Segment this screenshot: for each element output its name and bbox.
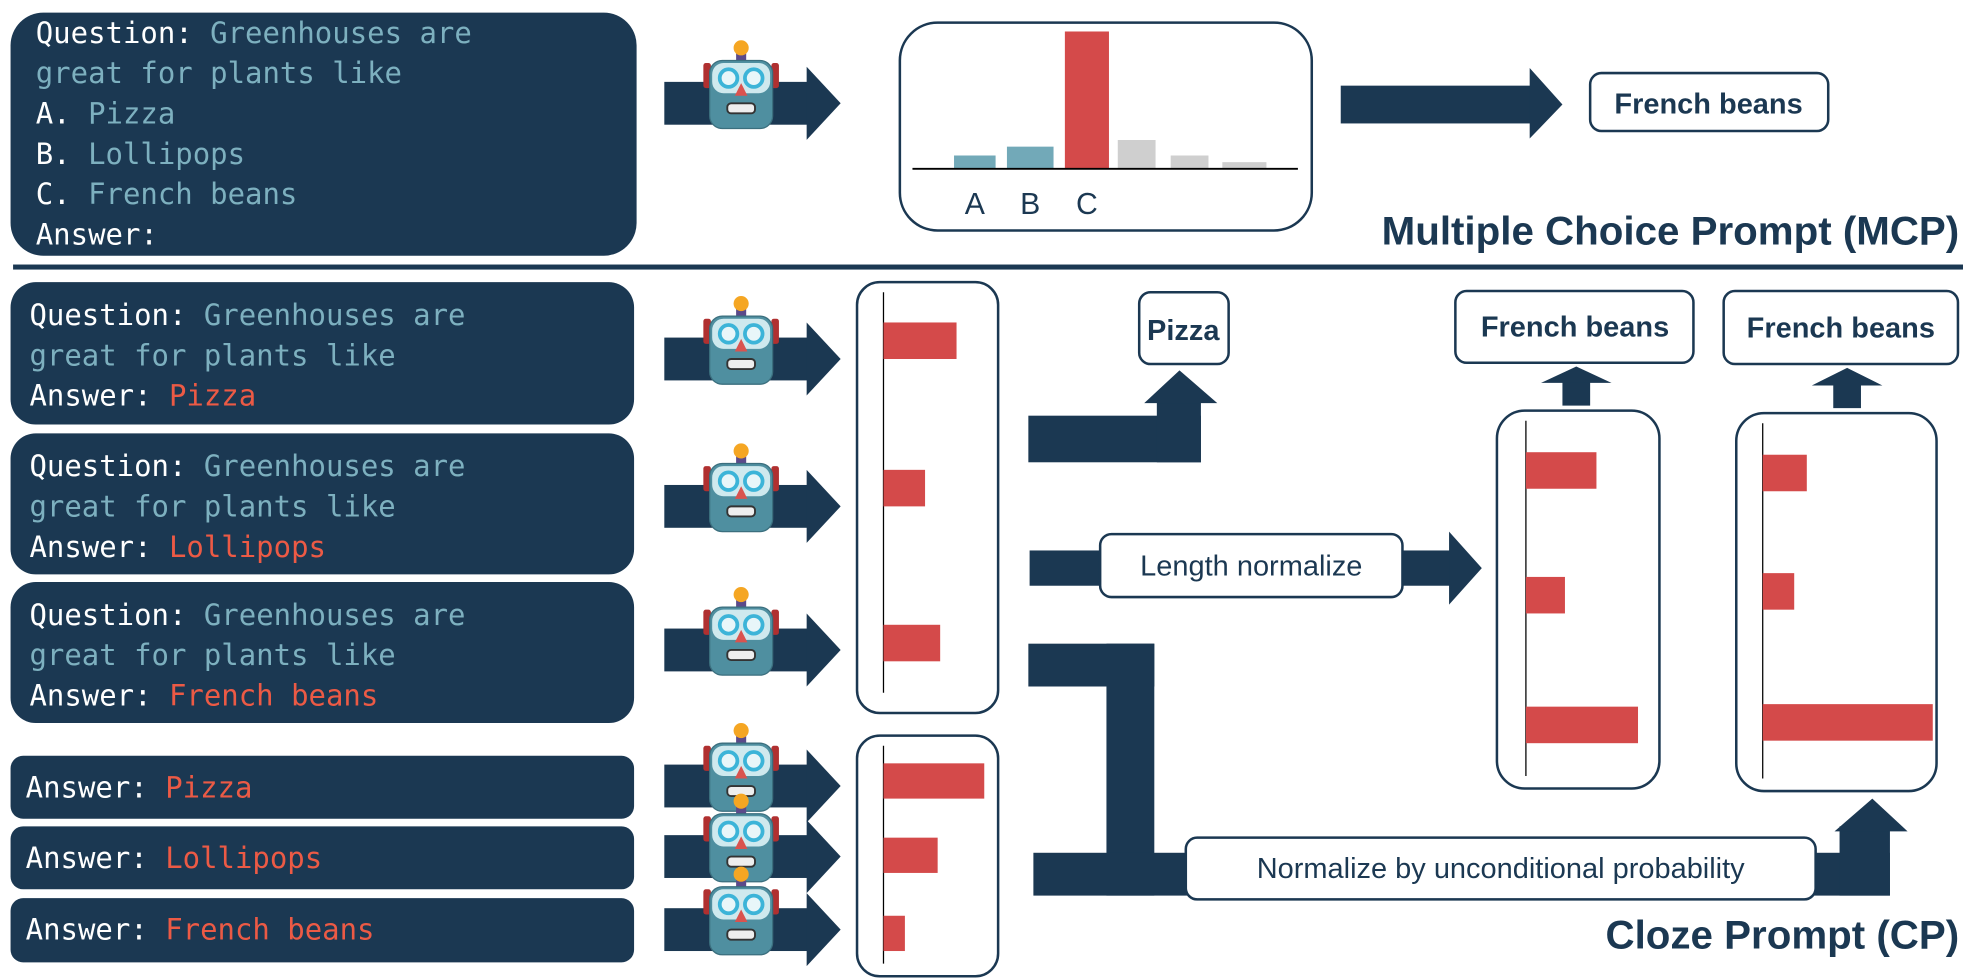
cp-raw-output: Pizza (1147, 315, 1220, 347)
svg-text:Answer:: Answer: (36, 217, 158, 251)
cp-answer-only-1: Answer: Pizza (10, 721, 841, 823)
svg-text:great for plants like: great for plants like (36, 56, 402, 90)
bar-french-beans (883, 915, 905, 952)
mcp-bar-other-3 (1117, 140, 1156, 169)
cp-uncond-norm-output: French beans (1747, 313, 1935, 345)
cp-answer-box (10, 898, 635, 963)
cp-prompt-2: Question: Greenhouses are great for plant… (10, 433, 841, 575)
cp-answer-only-2: Answer: Lollipops (10, 791, 841, 894)
robot-icon (701, 585, 781, 678)
cp-uncond-norm-chart-box (1735, 411, 1938, 793)
mcp-prompt-text: Question: Greenhouses are great for plan… (36, 16, 472, 252)
cp-answer-box (10, 826, 635, 890)
cp-prompt-box (10, 581, 635, 724)
bar-lollipops (1762, 573, 1795, 610)
svg-text:great for plants like: great for plants like (29, 489, 395, 523)
mcp-prompt-box (10, 12, 637, 256)
bar-lollipops (883, 469, 926, 507)
svg-text:great for plants like: great for plants like (29, 638, 395, 672)
svg-text:great for plants like: great for plants like (29, 338, 395, 372)
cp-length-norm-output-box (1454, 289, 1695, 365)
cp-title: Cloze Prompt (CP) (1605, 913, 1959, 958)
cp-length-norm-output: French beans (1481, 311, 1669, 343)
mcp-bar-B (1006, 146, 1054, 169)
robot-icon (701, 294, 781, 387)
bar-lollipops (883, 837, 938, 873)
svg-text:Answer: French beans: Answer: French beans (29, 678, 378, 712)
uncond-norm-output-arrow (1811, 367, 1883, 409)
length-norm-output-arrow (1541, 366, 1612, 406)
svg-text:C. French beans: C. French beans (36, 177, 298, 211)
mcp-chart (954, 31, 1267, 169)
bar-pizza (883, 322, 957, 359)
robot-icon (701, 441, 781, 534)
raw-score-arrow (1028, 370, 1218, 463)
mcp-bar-other-4 (1170, 155, 1209, 169)
svg-text:Answer: French beans: Answer: French beans (26, 913, 375, 947)
mcp-output-box (1588, 71, 1830, 133)
mcp-output-arrow (1340, 68, 1563, 139)
bar-french-beans (1762, 704, 1933, 741)
bar-pizza (883, 763, 985, 799)
cp-prompt-1: Question: Greenhouses are great for plant… (10, 282, 841, 425)
section-divider (13, 264, 1963, 270)
bar-pizza (1525, 452, 1597, 489)
svg-text:Answer: Pizza: Answer: Pizza (26, 770, 253, 804)
svg-text:Question: Greenhouses are: Question: Greenhouses are (36, 16, 472, 50)
cp-section: Question: Greenhouses are great for plant… (10, 280, 1960, 978)
bar-french-beans (883, 624, 941, 662)
svg-text:Answer: Lollipops: Answer: Lollipops (29, 530, 326, 564)
cp-prompt-box (10, 282, 635, 425)
svg-text:Question: Greenhouses are: Question: Greenhouses are (29, 298, 465, 332)
cp-uncond-norm-output-box (1722, 289, 1960, 366)
cp-raw-output-box (1137, 290, 1230, 366)
length-normalize-label: Length normalize (1140, 551, 1362, 583)
mcp-section: Question: Greenhouses are great for plan… (10, 12, 1960, 256)
svg-text:B. Lollipops: B. Lollipops (36, 137, 245, 171)
cp-conditional-chart-box (855, 280, 1000, 715)
svg-text:A. Pizza: A. Pizza (36, 96, 176, 130)
mcp-bar-A (954, 155, 996, 169)
svg-text:Question: Greenhouses are: Question: Greenhouses are (29, 598, 465, 632)
mcp-output: French beans (1614, 88, 1802, 120)
uncond-normalize-box (1184, 836, 1817, 901)
svg-text:Question: Greenhouses are: Question: Greenhouses are (29, 449, 465, 483)
length-normalize-box (1098, 532, 1404, 599)
robot-icon (701, 38, 781, 131)
mcp-title: Multiple Choice Prompt (MCP) (1382, 208, 1960, 253)
bar-french-beans (1525, 706, 1639, 744)
mcp-tick-label: A (965, 188, 986, 221)
cp-answer-box (10, 755, 635, 819)
cp-prompt-3: Question: Greenhouses are great for plant… (10, 581, 841, 724)
svg-text:Answer: Lollipops: Answer: Lollipops (26, 841, 323, 875)
mcp-bar-C (1064, 31, 1109, 169)
cp-length-norm-chart-box (1495, 409, 1661, 790)
mcp-tick-label: B (1020, 188, 1040, 221)
bar-pizza (1762, 454, 1807, 492)
mcp-bar-other-5 (1222, 162, 1267, 169)
mcp-tick-label: C (1076, 188, 1098, 221)
cp-answer-only-3: Answer: French beans (10, 864, 841, 967)
cp-prompt-box (10, 433, 635, 575)
svg-text:Answer: Pizza: Answer: Pizza (29, 379, 256, 413)
uncond-normalize-label: Normalize by unconditional probability (1257, 853, 1745, 885)
bar-lollipops (1525, 576, 1565, 614)
